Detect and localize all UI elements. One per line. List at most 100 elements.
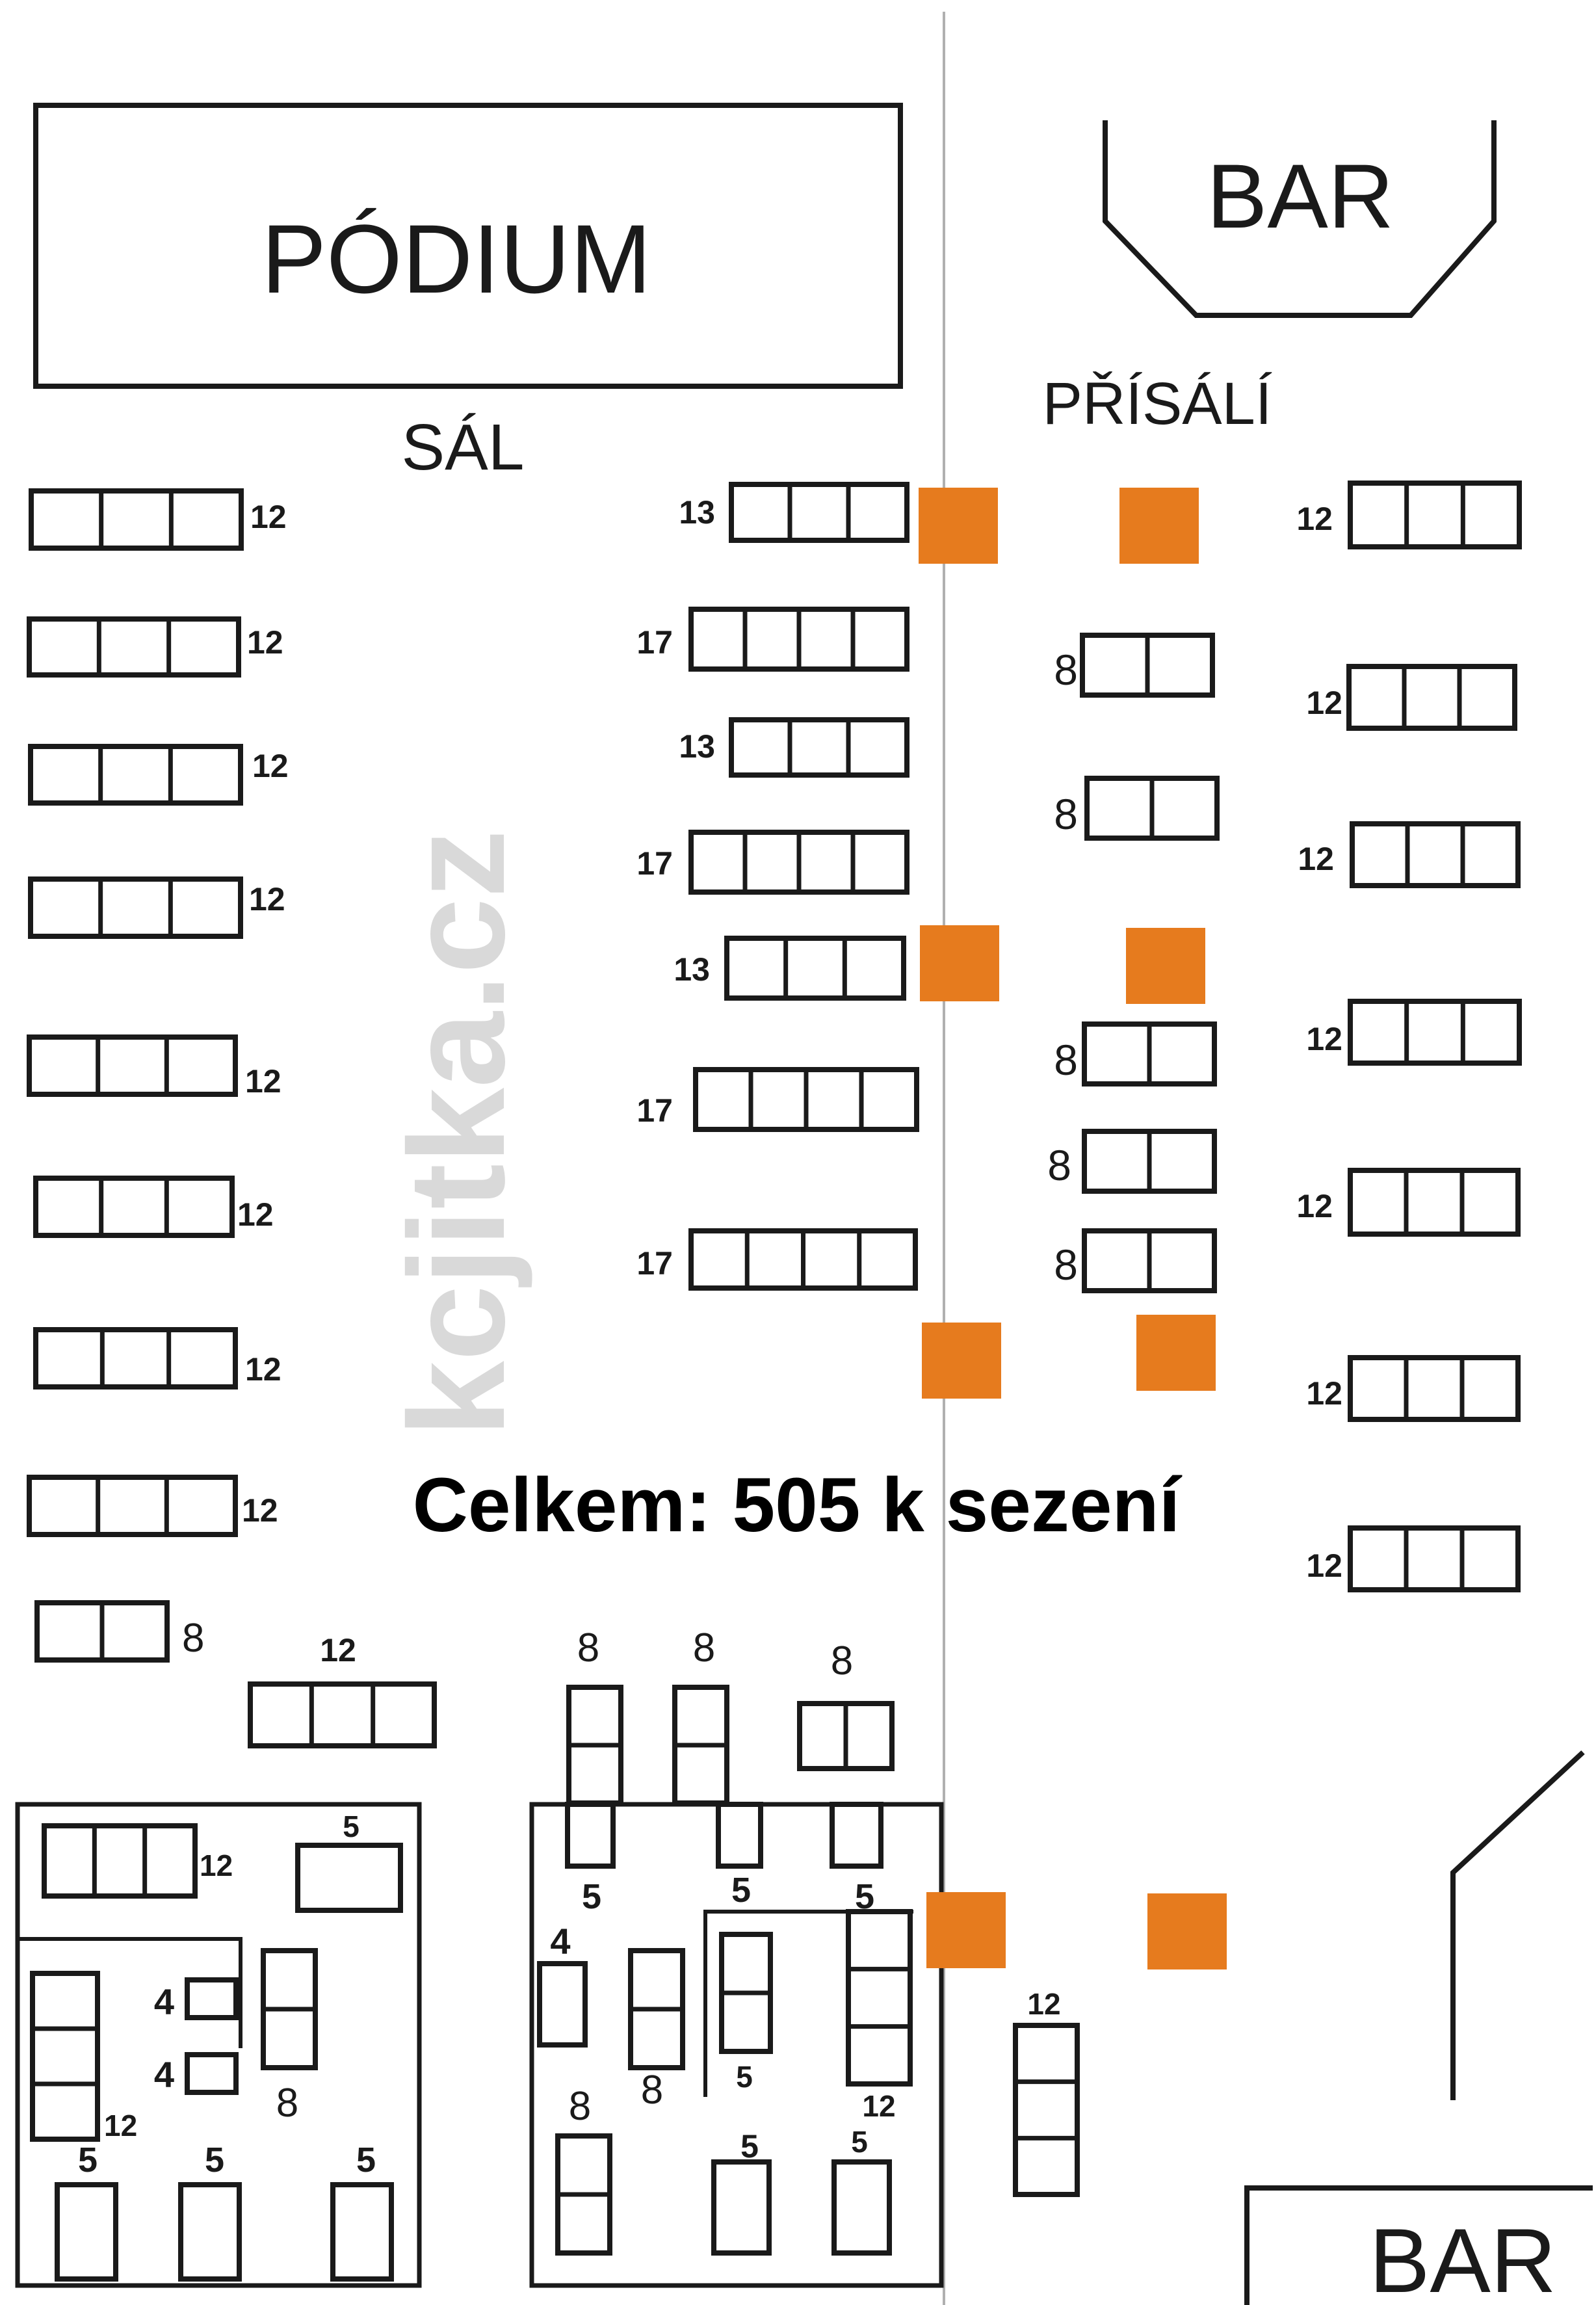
table-outline [724,936,906,1001]
table: 8 [672,1626,729,1806]
table-outline [248,1681,437,1748]
table-seats: 5 [740,2128,759,2165]
table: 8 [1054,633,1215,698]
table-seats: 17 [636,845,673,882]
table-seats: 12 [242,1492,278,1529]
table-seats: 4 [550,1921,570,1962]
table: 12 [1296,1168,1521,1237]
table-seats: 12 [237,1196,274,1233]
pillar [1136,1315,1216,1391]
table-seats: 8 [276,2081,298,2126]
table-outline [27,616,241,678]
table-outline [537,1961,588,2048]
table-outline [1348,1168,1521,1237]
table-seats: 12 [245,1063,281,1100]
table: 5 [831,2125,892,2256]
table: 12 [1296,481,1522,549]
table: 12 [1306,1525,1521,1592]
table-seats: 8 [1054,1241,1078,1289]
table-seats: 12 [1296,1188,1333,1224]
table: 4 [154,2052,239,2095]
table: 13 [679,482,909,543]
table: 12 [28,744,289,806]
table-seats: 4 [154,2054,174,2095]
pillar [1147,1893,1227,1969]
table: 12 [30,1971,137,2142]
table-seats: 12 [1306,1375,1342,1412]
table-outline [185,1977,239,2020]
table-seats: 12 [104,2109,137,2142]
table-seats: 17 [636,1092,673,1129]
pillar [1119,488,1199,564]
table: 12 [27,616,283,678]
table-outline [27,1034,238,1097]
pillar [919,488,998,564]
table-seats: 12 [320,1632,356,1668]
table: 8 [1054,776,1220,841]
table-seats: 5 [731,1871,751,1910]
table-seats: 12 [1306,1548,1342,1584]
bottom-left-partition [18,1937,242,2048]
table: 8 [1054,1021,1217,1087]
bar-bottom-wall [1450,1750,1585,2100]
table: 12 [248,1632,437,1748]
podium-label: PÓDIUM [261,204,651,313]
table: 13 [674,936,906,1001]
table-seats: 8 [1047,1141,1071,1189]
table: 12 [42,1823,233,1899]
table-seats: 8 [693,1626,715,1670]
table-seats: 8 [569,2084,591,2129]
pillar [922,1323,1001,1399]
table-outline [29,488,244,551]
pillar [926,1892,1006,1968]
table-seats: 8 [1054,790,1078,838]
table: 17 [636,830,909,895]
table-outline [729,717,909,778]
table: 8 [797,1639,895,1771]
table-seats: 8 [182,1616,204,1661]
table: 17 [636,1067,919,1132]
table-outline [830,1802,883,1869]
table-outline [846,1909,913,2087]
table-seats: 17 [636,1245,673,1282]
pillars [919,488,1227,1969]
table: 5 [178,2140,242,2282]
table-outline [716,1802,763,1869]
table: 5 [711,2128,772,2256]
table-outline [1013,2023,1080,2197]
table: 5 [719,1932,773,2094]
table: 12 [29,488,287,551]
table: 12 [1306,999,1522,1066]
table-seats: 5 [78,2140,98,2180]
table-outline [330,2182,394,2282]
table-outline [711,2159,772,2256]
table: 17 [636,1228,918,1291]
table: 4 [537,1921,588,2048]
table: 17 [636,607,909,672]
table-outline [55,2182,118,2282]
bar-bottom-label: BAR [1369,2209,1556,2305]
table-outline [1346,664,1517,731]
table-seats: 12 [1298,841,1334,877]
total-capacity: Celkem: 505 k sezení [413,1462,1183,1548]
table-outline [565,1802,616,1869]
table-seats: 5 [356,2140,376,2180]
table-seats: 12 [249,881,285,917]
table-outline [295,1843,403,1913]
table-seats: 5 [343,1810,360,1843]
table-seats: 8 [641,2068,663,2113]
table: 12 [1306,1355,1521,1422]
table-seats: 12 [250,499,287,535]
table: 5 [55,2140,118,2282]
table: 5 [565,1802,616,1916]
table: 8 [34,1600,204,1663]
table-seats: 4 [154,1981,174,2022]
table-seats: 12 [245,1351,281,1388]
watermark: kcjitka.cz [380,830,533,1437]
table-outline [28,876,243,939]
table: 8 [555,2084,612,2256]
table: 8 [261,1948,318,2126]
table-outline [33,1327,238,1390]
table-seats: 8 [1054,1036,1078,1084]
